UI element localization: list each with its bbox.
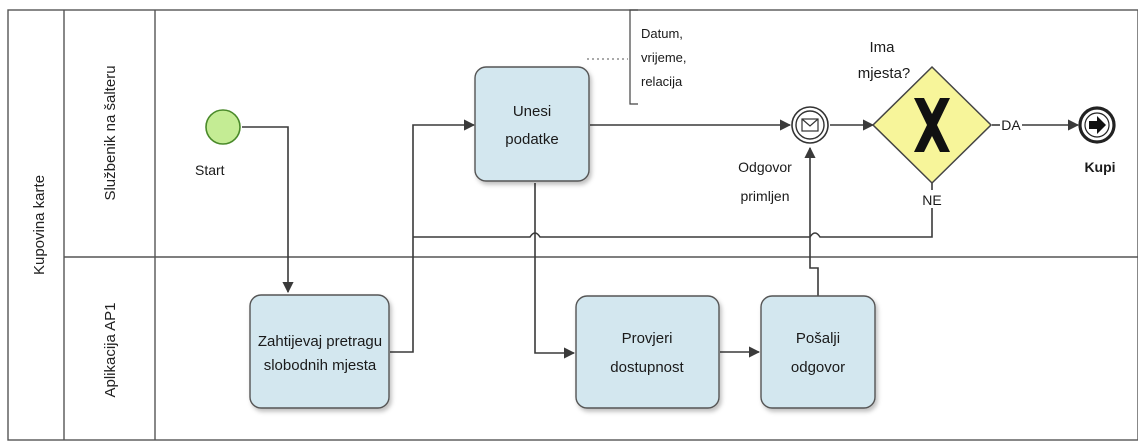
annotation-line-2: vrijeme, bbox=[641, 50, 687, 65]
task-posalji-odgovor[interactable]: Pošalji odgovor bbox=[760, 295, 876, 409]
start-label: Start bbox=[195, 162, 225, 178]
task-provjeri-line-2: dostupnost bbox=[610, 359, 684, 376]
gateway-no-label: NE bbox=[922, 192, 941, 208]
gateway-question-line-1: Ima bbox=[869, 39, 895, 56]
task-posalji-line-2: odgovor bbox=[791, 359, 845, 376]
lane-label-aplikacija: Aplikacija AP1 bbox=[102, 302, 119, 397]
task-zahtijevaj-line-1: Zahtijevaj pretragu bbox=[258, 333, 382, 350]
task-zahtijevaj-line-2: slobodnih mjesta bbox=[264, 357, 377, 374]
task-unesi-line-1: Unesi bbox=[513, 103, 551, 120]
exclusive-gateway[interactable] bbox=[871, 65, 993, 185]
flow-start-to-zahtijevaj bbox=[242, 126, 294, 294]
end-event[interactable] bbox=[1078, 106, 1116, 144]
task-unesi-podatke[interactable]: Unesi podatke bbox=[474, 66, 590, 182]
start-event[interactable] bbox=[205, 109, 241, 145]
message-catch-event[interactable] bbox=[791, 106, 829, 144]
message-label-line-2: primljen bbox=[740, 188, 789, 204]
flow-gateway-no-loop bbox=[413, 208, 933, 238]
gateway-question-line-2: mjesta? bbox=[858, 65, 911, 82]
flow-posalji-to-message bbox=[804, 146, 819, 296]
task-posalji-line-1: Pošalji bbox=[796, 330, 840, 347]
flow-unesi-to-provjeri bbox=[534, 183, 576, 359]
gateway-yes-label: DA bbox=[1001, 117, 1021, 133]
annotation-bracket bbox=[629, 9, 638, 105]
task-zahtijevaj-pretragu[interactable]: Zahtijevaj pretragu slobodnih mjesta bbox=[249, 294, 390, 409]
pool-label: Kupovina karte bbox=[31, 175, 48, 275]
annotation-line-1: Datum, bbox=[641, 26, 683, 41]
envelope-icon bbox=[801, 118, 819, 132]
message-label-line-1: Odgovor bbox=[738, 159, 792, 175]
task-provjeri-dostupnost[interactable]: Provjeri dostupnost bbox=[575, 295, 720, 409]
task-provjeri-line-1: Provjeri bbox=[622, 330, 673, 347]
annotation-line-3: relacija bbox=[641, 74, 683, 89]
x-icon bbox=[914, 98, 950, 152]
end-label: Kupi bbox=[1084, 159, 1115, 175]
arrow-right-icon bbox=[1089, 116, 1106, 134]
lane-label-sluzbenik: Službenik na šalteru bbox=[102, 65, 119, 200]
flow-zahtijevaj-to-unesi bbox=[390, 119, 476, 353]
task-unesi-line-2: podatke bbox=[505, 131, 558, 148]
